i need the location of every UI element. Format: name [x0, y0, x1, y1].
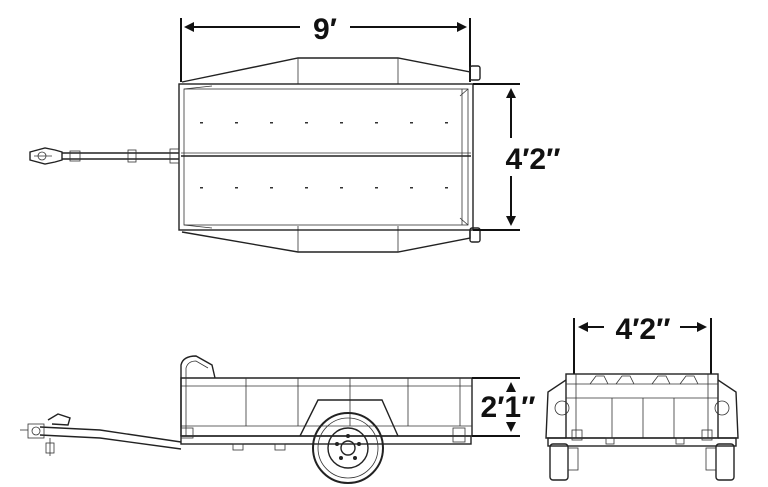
rear-width-dimension: 4′2″ — [573, 313, 712, 374]
frame-brackets — [180, 427, 466, 451]
top-fender-left — [181, 57, 471, 83]
top-tongue — [29, 147, 180, 165]
trailer-bed-top — [178, 83, 474, 231]
rear-width-label: 4′2″ — [616, 313, 671, 346]
top-view: 9′ — [29, 13, 561, 253]
side-tongue — [20, 413, 182, 456]
rear-view: 4′2″ — [545, 313, 739, 481]
length-dimension: 9′ — [180, 13, 471, 82]
bed-bolts — [200, 122, 448, 189]
height-dimension: 2′1″ — [472, 377, 536, 437]
width-label: 4′2″ — [506, 143, 561, 176]
width-dimension: 4′2″ — [473, 83, 561, 231]
rear-wheel-left — [549, 443, 569, 481]
rear-wheel-right — [715, 443, 735, 481]
side-wheel — [312, 412, 384, 484]
top-fender-right — [181, 230, 471, 253]
side-fender — [299, 399, 399, 437]
side-view: 2′1″ — [20, 355, 536, 484]
length-label: 9′ — [313, 13, 337, 46]
height-label: 2′1″ — [481, 391, 536, 424]
